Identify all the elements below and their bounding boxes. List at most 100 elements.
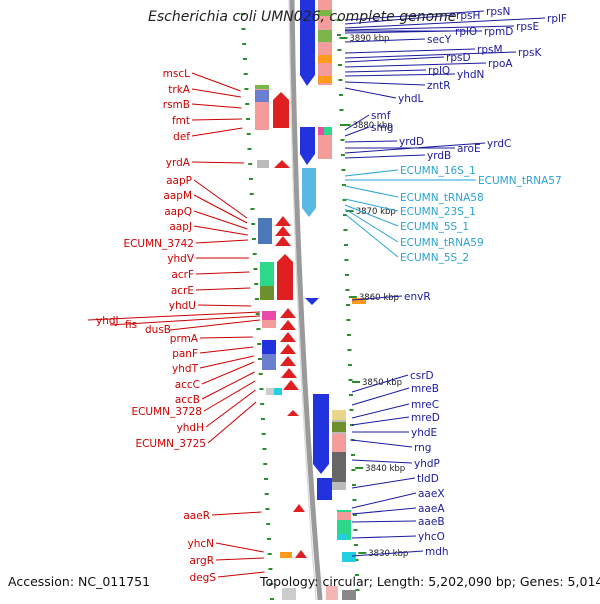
gene-label-rplf[interactable]: rplF [547, 13, 567, 25]
gene-label-envr[interactable]: envR [404, 291, 431, 303]
gene-label-yhdl[interactable]: yhdL [398, 93, 424, 105]
gene-arrow[interactable] [274, 160, 290, 168]
gene-arrow[interactable] [275, 236, 291, 246]
gene-label-acrf[interactable]: acrF [171, 269, 194, 281]
gene-label-aroe[interactable]: aroE [457, 143, 481, 155]
gene-label-acre[interactable]: acrE [171, 285, 194, 297]
gene-label-ecumn-3725[interactable]: ECUMN_3725 [135, 438, 206, 450]
gene-label-rpsm[interactable]: rpsM [477, 44, 503, 56]
gene-label-mrec[interactable]: mreC [411, 399, 439, 411]
gene-label-yrdc[interactable]: yrdC [487, 138, 511, 150]
gene-label-aaea[interactable]: aaeA [418, 503, 445, 515]
gene-label-rng[interactable]: rng [414, 442, 431, 454]
gene-block[interactable] [300, 0, 315, 75]
gene-label-zntr[interactable]: zntR [427, 80, 451, 92]
gene-arrow[interactable] [281, 368, 297, 378]
kbp-label[interactable]: 3890 kbp [349, 34, 389, 44]
gene-label-yhdh[interactable]: yhdH [177, 422, 204, 434]
gene-arrow[interactable] [280, 308, 296, 318]
gene-arrow[interactable] [275, 226, 291, 236]
gene-label-secy[interactable]: secY [427, 34, 452, 46]
kbp-label[interactable]: 3830 kbp [368, 549, 408, 559]
gene-label-yrdd[interactable]: yrdD [399, 136, 424, 148]
gene-label-aapm[interactable]: aapM [163, 190, 192, 202]
gene-arrow[interactable] [275, 216, 291, 226]
gene-label-aapq[interactable]: aapQ [164, 206, 192, 218]
gene-label-def[interactable]: def [173, 131, 190, 143]
gene-label-ecumn-trna58[interactable]: ECUMN_tRNA58 [400, 192, 484, 204]
gene-block[interactable] [302, 168, 316, 208]
gene-label-rsmb[interactable]: rsmB [163, 99, 190, 111]
gene-label-ecumn-5s-2[interactable]: ECUMN_5S_2 [400, 252, 469, 264]
gene-label-fis[interactable]: fis [125, 319, 137, 331]
gene-label-rpoa[interactable]: rpoA [488, 58, 513, 70]
gene-label-yhdv[interactable]: yhdV [167, 253, 195, 265]
gene-arrow[interactable] [305, 298, 319, 305]
gene-label-argr[interactable]: argR [189, 555, 214, 567]
gene-label-yhcn[interactable]: yhcN [188, 538, 215, 550]
gene-label-ecumn-3742[interactable]: ECUMN_3742 [123, 238, 194, 250]
gene-arrow[interactable] [300, 154, 315, 165]
gene-label-dusb[interactable]: dusB [145, 324, 171, 336]
gene-arrow[interactable] [293, 504, 305, 512]
gene-arrow[interactable] [313, 464, 329, 474]
gene-arrow[interactable] [287, 410, 299, 416]
gene-block[interactable] [277, 262, 293, 300]
gene-label-rplq[interactable]: rplQ [428, 65, 450, 77]
gene-label-fmt[interactable]: fmt [172, 115, 190, 127]
gene-label-yhdu[interactable]: yhdU [169, 300, 196, 312]
gene-label-yrda[interactable]: yrdA [166, 157, 191, 169]
gene-label-tldd[interactable]: tldD [417, 473, 439, 485]
gene-label-rpsd[interactable]: rpsD [446, 52, 471, 64]
gene-arrow[interactable] [280, 332, 296, 342]
gene-arrow[interactable] [280, 320, 296, 330]
gene-label-degs[interactable]: degS [190, 572, 217, 584]
kbp-label[interactable]: 3880 kbp [353, 121, 393, 131]
gene-label-rplo[interactable]: rplO [455, 26, 477, 38]
gene-label-ecumn-16s-1[interactable]: ECUMN_16S_1 [400, 165, 476, 177]
gene-label-aaex[interactable]: aaeX [418, 488, 445, 500]
gene-arrow[interactable] [300, 75, 315, 86]
gene-block[interactable] [313, 394, 329, 464]
gene-label-mred[interactable]: mreD [411, 412, 440, 424]
gene-label-ecumn-5s-1[interactable]: ECUMN_5S_1 [400, 221, 469, 233]
gene-label-mdh[interactable]: mdh [425, 546, 449, 558]
gene-label-aaer[interactable]: aaeR [183, 510, 210, 522]
gene-block[interactable] [300, 127, 315, 154]
gene-label-yhdp[interactable]: yhdP [414, 458, 440, 470]
gene-label-yhco[interactable]: yhcO [418, 531, 445, 543]
gene-label-ecumn-23s-1[interactable]: ECUMN_23S_1 [400, 206, 476, 218]
gene-label-mreb[interactable]: mreB [411, 383, 439, 395]
gene-label-yhde[interactable]: yhdE [411, 427, 437, 439]
gene-block[interactable] [273, 100, 289, 128]
gene-label-accc[interactable]: accC [175, 379, 200, 391]
gene-label-yhdt[interactable]: yhdT [172, 363, 199, 375]
gene-label-rpsh[interactable]: rpsH [456, 10, 480, 22]
gene-label-aaeb[interactable]: aaeB [418, 516, 445, 528]
gene-label-prma[interactable]: prmA [170, 333, 199, 345]
gene-arrow[interactable] [273, 92, 289, 100]
gene-label-yhdj[interactable]: yhdJ [96, 315, 119, 327]
kbp-label[interactable]: 3840 kbp [365, 464, 405, 474]
gene-arrow[interactable] [295, 550, 307, 558]
gene-label-rpse[interactable]: rpsE [516, 21, 539, 33]
gene-arrow[interactable] [302, 208, 316, 217]
gene-label-yhdn[interactable]: yhdN [457, 69, 484, 81]
kbp-label[interactable]: 3870 kbp [356, 207, 396, 217]
gene-label-smf[interactable]: smf [371, 110, 391, 122]
gene-arrow[interactable] [283, 380, 299, 390]
gene-label-panf[interactable]: panF [172, 348, 198, 360]
gene-label-mscl[interactable]: mscL [163, 68, 190, 80]
gene-label-yrdb[interactable]: yrdB [427, 150, 451, 162]
gene-label-smg[interactable]: smg [371, 122, 393, 134]
gene-label-aapj[interactable]: aapJ [169, 221, 192, 233]
gene-label-ecumn-trna57[interactable]: ECUMN_tRNA57 [478, 175, 562, 187]
gene-label-accb[interactable]: accB [175, 394, 200, 406]
gene-label-rpmd[interactable]: rpmD [484, 26, 513, 38]
gene-block[interactable] [317, 478, 332, 500]
gene-label-ecumn-3728[interactable]: ECUMN_3728 [131, 406, 202, 418]
gene-label-rpsn[interactable]: rpsN [486, 6, 510, 18]
gene-label-trka[interactable]: trkA [168, 84, 191, 96]
gene-label-aapp[interactable]: aapP [166, 175, 192, 187]
gene-label-csrd[interactable]: csrD [410, 370, 434, 382]
